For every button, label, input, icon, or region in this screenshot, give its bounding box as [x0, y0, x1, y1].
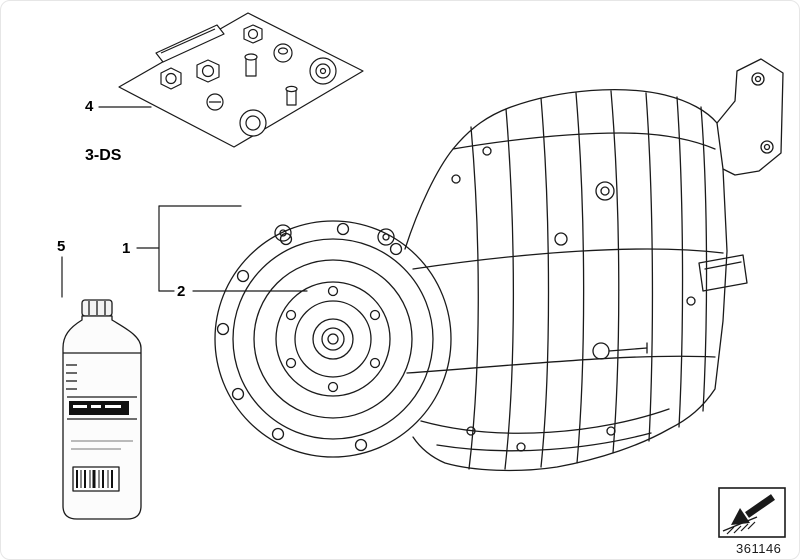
barcode — [72, 466, 120, 492]
leader-lines — [61, 106, 308, 298]
bolt — [244, 53, 298, 106]
gasket-strip — [155, 24, 225, 63]
torque-converter — [214, 220, 452, 458]
callout-2-torque-converter[interactable]: 2 — [177, 283, 186, 300]
sealing-plug — [206, 43, 337, 111]
variant-note: 3-DS — [85, 147, 122, 164]
selector-shaft — [592, 342, 648, 360]
seal-kit-illustration — [118, 12, 364, 148]
direction-arrow-stamp-icon — [718, 487, 786, 538]
oil-bottle-illustration — [62, 299, 142, 520]
hex-nut — [160, 24, 263, 90]
callout-1-gearbox[interactable]: 1 — [122, 240, 131, 257]
automatic-transmission-illustration — [214, 58, 784, 472]
callout-4-seal-kit[interactable]: 4 — [85, 98, 94, 115]
rubber-grommet — [239, 109, 267, 137]
connector-block — [698, 254, 748, 292]
diagram-number: 361146 — [736, 541, 782, 556]
bottle-cap — [81, 299, 113, 317]
bottle-label — [67, 396, 137, 450]
callout-5-oil-bottle[interactable]: 5 — [57, 238, 66, 255]
